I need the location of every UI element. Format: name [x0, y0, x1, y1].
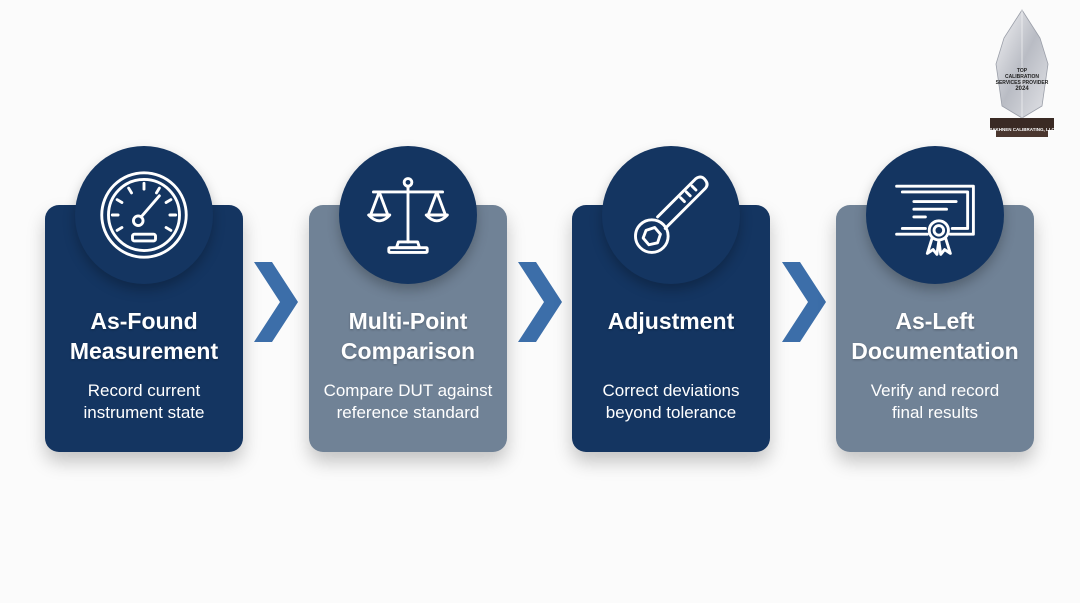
step-title: Adjustment — [607, 308, 735, 334]
award-trophy-icon — [990, 9, 1054, 137]
step-icon-circle — [866, 146, 1004, 284]
award-line: TOP — [1016, 68, 1028, 74]
step-title: As-Left Documentation — [851, 308, 1019, 364]
step-title: Multi-Point Comparison — [340, 308, 476, 364]
wrench-icon — [634, 175, 709, 254]
step-description: Verify and record final results — [870, 381, 1000, 422]
step-icon-circle — [339, 146, 477, 284]
step-description: Correct deviations beyond tolerance — [602, 381, 740, 422]
step-title: As-Found Measurement — [69, 308, 219, 364]
step-description: Record current instrument state — [83, 381, 205, 422]
award-line: SERVICES PROVIDER — [995, 80, 1049, 86]
award-line: CALIBRATION — [1004, 74, 1040, 80]
award-badge: TOP CALIBRATION SERVICES PROVIDER 2024 S… — [982, 8, 1062, 148]
award-year: 2024 — [1015, 86, 1029, 92]
step-description: Compare DUT against reference standard — [323, 381, 493, 422]
chevron-right-icon — [254, 262, 298, 342]
chevron-right-icon — [782, 262, 826, 342]
step-icon-circle — [75, 146, 213, 284]
gauge-icon — [100, 171, 188, 259]
balance-scale-icon — [367, 177, 449, 254]
step-icon-circle — [602, 146, 740, 284]
certificate-icon — [895, 184, 975, 256]
award-company: SAKHNEN CALIBRATING, LLC — [989, 127, 1055, 132]
chevron-right-icon — [518, 262, 562, 342]
award-label: TOP CALIBRATION SERVICES PROVIDER 2024 — [993, 68, 1051, 92]
